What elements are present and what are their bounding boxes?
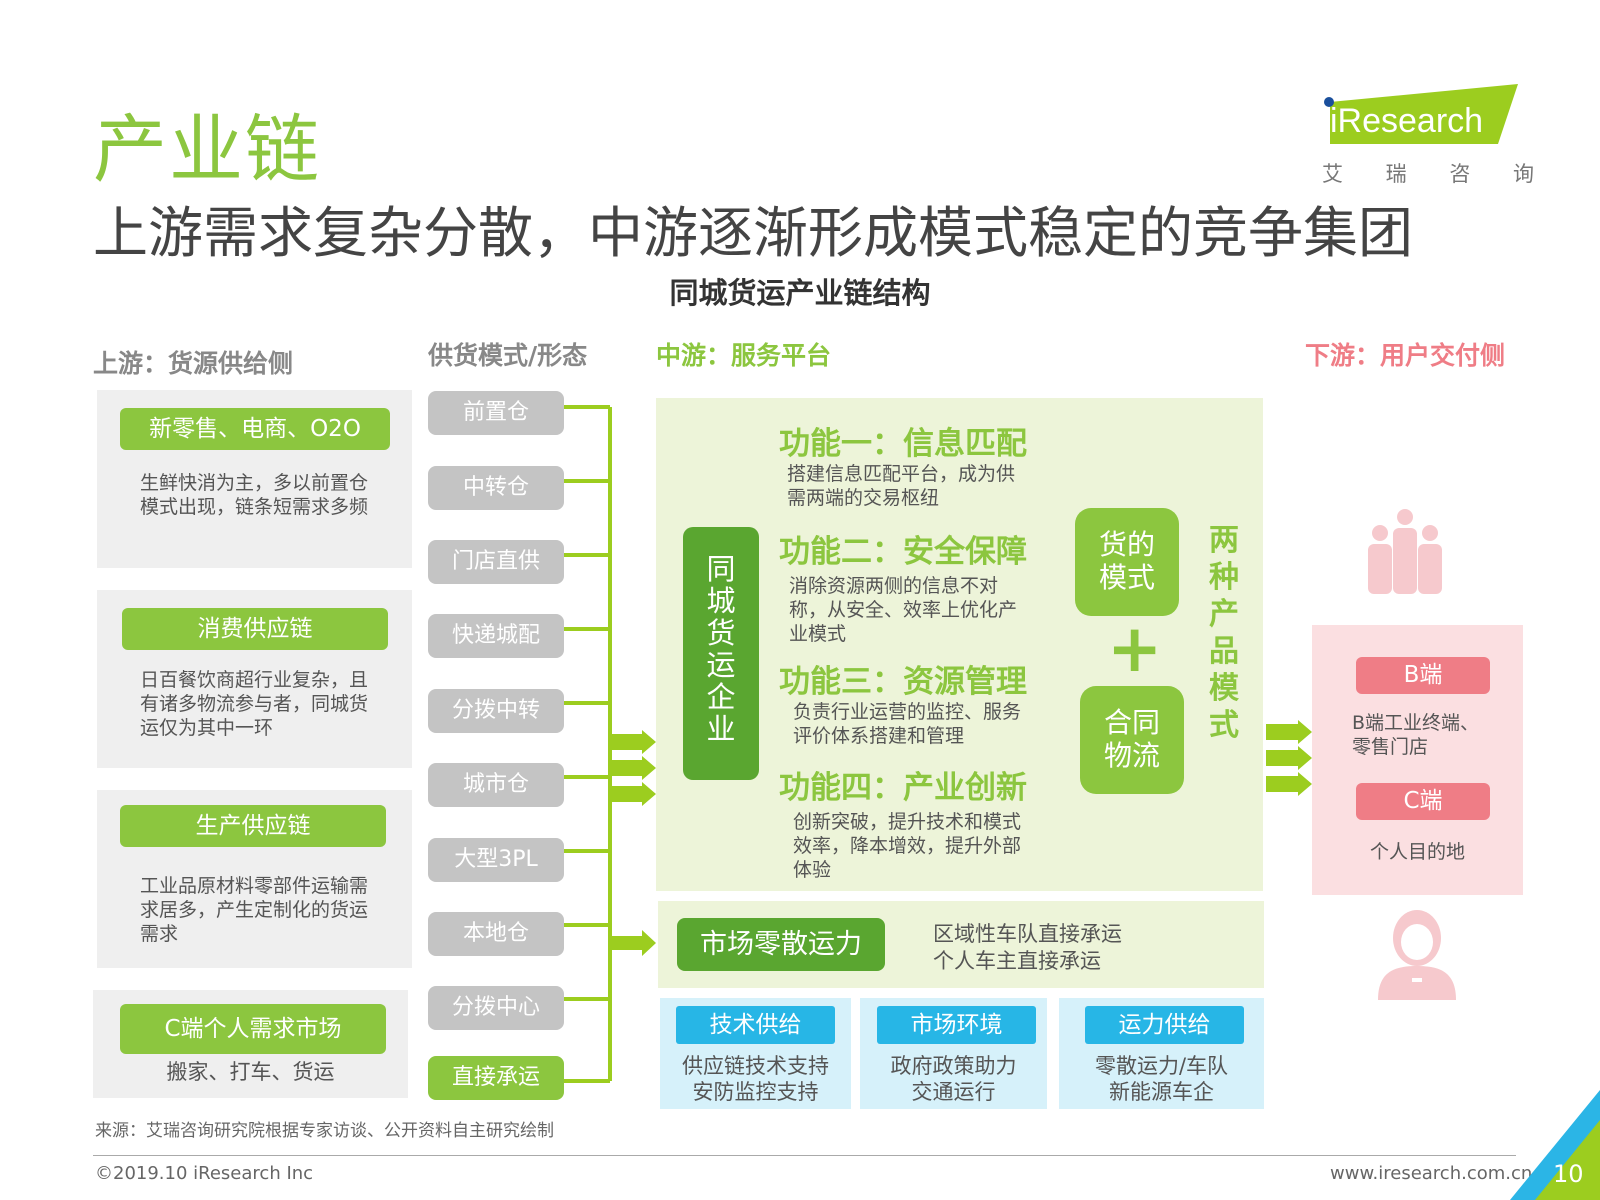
page-number: 10 [1553, 1160, 1584, 1188]
supply-mode-pill: 大型3PL [428, 838, 564, 882]
upstream-box-2: 消费供应链 日百餐饮商超行业复杂，且有诸多物流参与者，同城货运仅为其中一环 [97, 590, 412, 768]
enterprise-box: 同城货运企业 [683, 527, 759, 780]
upstream-label: C端个人需求市场 [120, 1004, 386, 1054]
group-people-icon [1368, 509, 1442, 594]
page-subtitle: 上游需求复杂分散，中游逐渐形成模式稳定的竞争集团 [93, 201, 1414, 265]
upstream-label: 消费供应链 [122, 608, 388, 650]
upstream-desc: 工业品原材料零部件运输需求居多，产生定制化的货运需求 [140, 875, 369, 945]
supply-mode-pill: 前置仓 [428, 391, 564, 435]
support-title: 技术供给 [676, 1006, 835, 1044]
arrow-right-icon [610, 730, 656, 806]
upstream-box-4: C端个人需求市场 搬家、打车、货运 [93, 990, 408, 1098]
support-box-capacity: 运力供给 零散运力/车队 新能源车企 [1059, 998, 1264, 1109]
support-line: 交通运行 [911, 1080, 996, 1104]
iresearch-logo: iResearch 艾 瑞 咨 询 [1322, 82, 1534, 186]
market-panel: 市场零散运力 区域性车队直接承运 个人车主直接承运 [658, 901, 1264, 988]
upstream-desc: 生鲜快消为主，多以前置仓模式出现，链条短需求多频 [140, 472, 369, 518]
copyright: ©2019.10 iResearch Inc [95, 1163, 314, 1184]
support-box-market: 市场环境 政府政策助力 交通运行 [860, 998, 1047, 1109]
downstream-label-b: B端 [1356, 657, 1490, 694]
upstream-label: 生产供应链 [120, 805, 386, 847]
support-line: 新能源车企 [1109, 1080, 1214, 1104]
person-icon [1378, 910, 1456, 1000]
mode-box-goods: 货的模式 [1075, 508, 1179, 616]
supply-mode-pill: 城市仓 [428, 763, 564, 807]
downstream-desc: 个人目的地 [1369, 841, 1465, 863]
support-title: 市场环境 [877, 1006, 1036, 1044]
supply-mode-pill: 快递城配 [428, 614, 564, 658]
upstream-box-1: 新零售、电商、O2O 生鲜快消为主，多以前置仓模式出现，链条短需求多频 [97, 390, 412, 568]
downstream-header: 下游：用户交付侧 [1305, 341, 1506, 370]
upstream-box-3: 生产供应链 工业品原材料零部件运输需求居多，产生定制化的货运需求 [97, 790, 412, 968]
footer-divider [93, 1155, 1516, 1156]
svg-text:iResearch: iResearch [1330, 102, 1483, 140]
market-line2: 个人车主直接承运 [933, 949, 1101, 973]
mode-label: 货的模式 [1098, 528, 1155, 594]
enterprise-label: 同城货运企业 [706, 552, 736, 746]
two-modes-text: 两种产品模式 [1209, 523, 1239, 743]
function-desc: 搭建信息匹配平台，成为供需两端的交易枢纽 [787, 463, 1016, 509]
function-desc: 负责行业运营的监控、服务评价体系搭建和管理 [793, 701, 1022, 747]
upstream-desc: 搬家、打车、货运 [166, 1060, 335, 1084]
function-title: 功能三：资源管理 [779, 664, 1027, 700]
support-line: 供应链技术支持 [682, 1054, 829, 1078]
midstream-header: 中游：服务平台 [656, 341, 832, 370]
support-title: 运力供给 [1085, 1006, 1244, 1044]
supply-mode-pill-highlight: 直接承运 [428, 1056, 564, 1100]
logo-cn: 艾 瑞 咨 询 [1322, 162, 1553, 186]
support-line: 安防监控支持 [692, 1080, 819, 1104]
supply-mode-pill: 本地仓 [428, 912, 564, 956]
downstream-label-c: C端 [1356, 783, 1490, 820]
supply-mode-pill: 分拨中心 [428, 986, 564, 1030]
function-title: 功能二：安全保障 [779, 534, 1027, 570]
upstream-label: 新零售、电商、O2O [120, 408, 390, 450]
upstream-header: 上游：货源供给侧 [93, 349, 294, 378]
downstream-panel: B端 B端工业终端、零售门店 C端 个人目的地 [1312, 625, 1523, 895]
function-desc: 消除资源两侧的信息不对称，从安全、效率上优化产业模式 [789, 575, 1018, 645]
market-label: 市场零散运力 [677, 918, 885, 971]
supply-mode-pill: 分拨中转 [428, 689, 564, 733]
upstream-desc: 日百餐饮商超行业复杂，且有诸多物流参与者，同城货运仅为其中一环 [140, 669, 369, 739]
mode-box-contract: 合同物流 [1080, 686, 1184, 794]
support-line: 零散运力/车队 [1094, 1054, 1229, 1078]
arrow-right-icon [610, 930, 656, 956]
downstream-desc: B端工业终端、零售门店 [1352, 712, 1480, 758]
diagram-title: 同城货运产业链结构 [669, 276, 931, 310]
supply-mode-header: 供货模式/形态 [428, 341, 588, 370]
logo-banner-icon: iResearch [1324, 84, 1518, 144]
page-title: 产业链 [93, 107, 321, 193]
mode-label: 合同物流 [1103, 706, 1160, 772]
market-line1: 区域性车队直接承运 [933, 922, 1122, 946]
support-box-tech: 技术供给 供应链技术支持 安防监控支持 [660, 998, 851, 1109]
support-line: 政府政策助力 [890, 1054, 1017, 1078]
arrow-right-icon [1266, 720, 1312, 796]
supply-mode-pill: 中转仓 [428, 466, 564, 510]
function-title: 功能四：产业创新 [779, 770, 1027, 806]
function-desc: 创新突破，提升技术和模式效率，降本增效，提升外部体验 [793, 811, 1022, 881]
corner-triangle-icon [1510, 1090, 1600, 1200]
function-title: 功能一：信息匹配 [779, 426, 1027, 462]
footer-url: www.iresearch.com.cn [1330, 1163, 1533, 1184]
plus-icon: + [1107, 610, 1163, 687]
supply-mode-pill: 门店直供 [428, 540, 564, 584]
source-note: 来源：艾瑞咨询研究院根据专家访谈、公开资料自主研究绘制 [95, 1121, 554, 1141]
two-modes-label: 两种产品模式 [1206, 522, 1242, 744]
